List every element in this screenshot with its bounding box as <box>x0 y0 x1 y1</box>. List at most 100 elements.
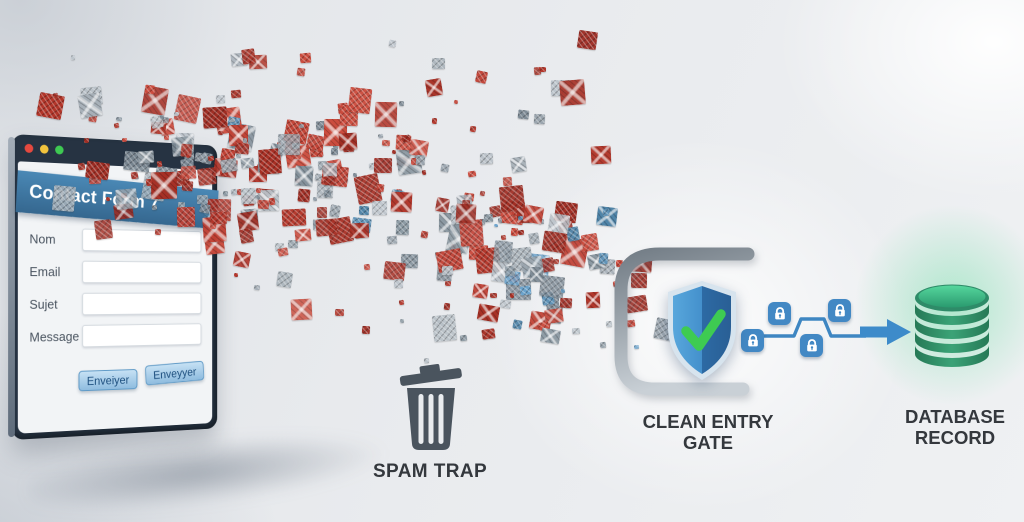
spam-square <box>571 327 580 335</box>
spam-square <box>453 99 459 105</box>
spam-square <box>323 189 332 198</box>
spam-square <box>381 139 391 146</box>
spam-square <box>257 189 279 212</box>
spam-square <box>544 304 563 325</box>
message-input[interactable] <box>82 323 202 348</box>
spam-square <box>309 144 324 158</box>
traffic-light-minimize[interactable] <box>39 144 49 154</box>
spam-square <box>510 227 519 236</box>
field-label-nom: Nom <box>29 231 56 247</box>
envoyer-button-2[interactable]: Enveyyer <box>144 360 204 386</box>
database-record-label: DATABASE RECORD <box>873 406 1024 448</box>
spam-square <box>388 39 397 48</box>
spam-square <box>474 246 501 275</box>
spam-square <box>255 187 261 194</box>
page-title: Contact Form 7 <box>28 181 160 214</box>
spam-square <box>257 155 281 174</box>
spam-square <box>539 67 547 73</box>
spam-square <box>312 218 328 231</box>
spam-square <box>479 152 493 165</box>
spam-square <box>461 199 471 209</box>
spam-square <box>158 117 175 136</box>
form-fields: Nom Email Sujet Message <box>29 227 202 358</box>
spam-square <box>493 240 514 263</box>
spam-square <box>522 204 545 225</box>
spam-square <box>436 320 445 326</box>
spam-square <box>431 57 445 69</box>
spam-square <box>230 52 248 67</box>
spam-square <box>449 241 455 247</box>
clean-entry-gate-label: CLEAN ENTRY GATE <box>626 411 790 453</box>
spam-square <box>144 84 156 95</box>
spam-square <box>399 319 404 324</box>
spam-square <box>87 112 98 122</box>
spam-square <box>242 193 255 206</box>
spam-square <box>539 256 555 273</box>
traffic-light-zoom[interactable] <box>55 145 64 155</box>
spam-square <box>240 211 251 222</box>
spam-square <box>469 125 477 133</box>
spam-square <box>423 358 429 364</box>
field-row-sujet: Sujet <box>29 292 202 316</box>
spam-square <box>506 279 532 301</box>
sujet-input[interactable] <box>82 292 202 316</box>
spam-square <box>476 303 500 324</box>
lock-icon-3 <box>800 334 823 357</box>
spam-square <box>233 273 238 278</box>
spam-square <box>489 204 502 218</box>
trash-icon <box>399 364 462 450</box>
spam-square <box>398 299 405 305</box>
spam-square <box>501 234 507 240</box>
spam-square <box>602 208 610 216</box>
spam-square <box>242 137 248 143</box>
spam-square <box>230 188 238 196</box>
shield-icon <box>668 281 736 380</box>
spam-square <box>590 145 612 165</box>
spam-square <box>395 220 409 236</box>
spam-square <box>565 226 581 242</box>
checkmark-icon <box>681 309 726 351</box>
spam-square <box>284 144 312 170</box>
spam-square <box>80 85 104 106</box>
spam-square <box>436 263 454 282</box>
traffic-light-close[interactable] <box>24 143 34 154</box>
spam-square <box>551 243 559 251</box>
spam-square <box>220 157 239 174</box>
spam-square <box>439 163 450 173</box>
spam-square <box>276 141 282 147</box>
spam-square <box>390 191 413 213</box>
spam-square <box>335 309 344 317</box>
spam-square <box>455 203 476 224</box>
spam-square <box>378 133 384 139</box>
spam-square <box>292 152 301 160</box>
spam-square <box>293 228 312 243</box>
spam-square <box>268 197 276 206</box>
spam-square <box>410 157 421 166</box>
spam-square <box>163 134 169 140</box>
spam-square <box>517 108 530 119</box>
spam-square <box>239 156 255 169</box>
arrow-right-icon <box>860 319 911 345</box>
spam-square <box>274 242 285 251</box>
email-input[interactable] <box>82 260 202 284</box>
spam-square <box>363 263 371 272</box>
spam-square <box>404 194 410 200</box>
nom-input[interactable] <box>82 228 202 253</box>
spam-square <box>323 175 336 186</box>
spam-square <box>235 154 242 159</box>
spam-square <box>424 77 444 98</box>
spam-square <box>553 258 560 265</box>
spam-square <box>149 115 164 130</box>
spam-square <box>553 200 578 224</box>
spam-square <box>395 147 423 176</box>
spam-square <box>255 194 261 200</box>
spam-square <box>559 79 587 107</box>
spam-square <box>35 92 65 121</box>
envoyer-button-1[interactable]: Enveiyer <box>78 368 138 392</box>
spam-square <box>320 164 349 187</box>
spam-square <box>527 232 540 245</box>
spam-square <box>372 201 387 216</box>
spam-square <box>352 172 357 177</box>
spam-trap-label: SPAM TRAP <box>372 461 488 482</box>
spam-square <box>511 207 520 217</box>
